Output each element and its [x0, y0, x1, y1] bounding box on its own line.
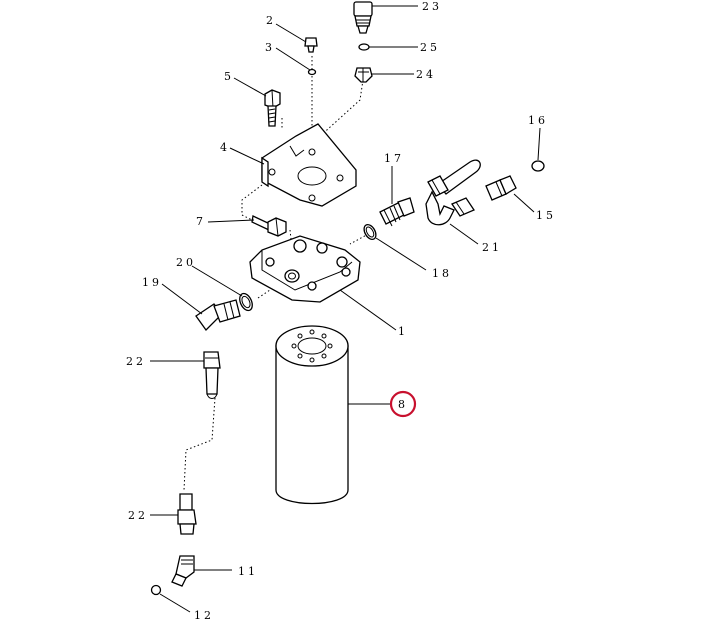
callout-22-upper[interactable]: 22	[126, 355, 146, 368]
part-5-bolt	[264, 89, 281, 127]
callout-2[interactable]: 2	[266, 14, 276, 27]
part-3-washer	[307, 68, 317, 76]
leader-lines	[150, 5, 541, 613]
callout-24[interactable]: 24	[416, 68, 436, 81]
part-21-tube	[425, 159, 481, 226]
part-16-o-ring	[531, 160, 545, 172]
callout-8-highlight-ring	[389, 390, 417, 418]
callout-7[interactable]: 7	[196, 215, 206, 228]
callout-4[interactable]: 4	[220, 141, 230, 154]
callout-3[interactable]: 3	[265, 41, 275, 54]
part-1-filter-head	[249, 235, 361, 303]
callout-19[interactable]: 19	[142, 276, 162, 289]
part-19-elbow-fitting	[195, 299, 241, 332]
part-17-fitting	[379, 197, 415, 227]
part-15-fitting	[485, 175, 517, 201]
part-12-o-ring	[150, 584, 162, 596]
part-23-fitting	[353, 1, 373, 34]
callout-22-lower[interactable]: 22	[128, 509, 148, 522]
part-20-o-ring	[239, 292, 253, 312]
part-24-fitting	[354, 67, 373, 83]
part-11-elbow	[171, 555, 195, 587]
callout-25[interactable]: 25	[420, 41, 440, 54]
callout-labels: 23 25 24 2 3 5 4 7 17 16 15 21 18 1 20 1…	[126, 0, 556, 622]
part-25-o-ring	[358, 43, 370, 51]
callout-15[interactable]: 15	[536, 209, 556, 222]
callout-23[interactable]: 23	[422, 0, 442, 13]
callout-5[interactable]: 5	[224, 70, 234, 83]
part-7-bolt	[251, 215, 287, 237]
callout-20[interactable]: 20	[176, 256, 196, 269]
part-8-filter-cartridge	[275, 325, 349, 505]
callout-12[interactable]: 12	[194, 609, 214, 622]
callout-11[interactable]: 11	[238, 565, 258, 578]
part-2-plug	[304, 37, 318, 53]
part-22-upper-fitting	[203, 351, 221, 399]
callout-8[interactable]: 8	[398, 398, 408, 411]
callout-1[interactable]: 1	[398, 325, 408, 338]
callout-18[interactable]: 18	[432, 267, 452, 280]
callout-16[interactable]: 16	[528, 114, 548, 127]
callout-21[interactable]: 21	[482, 241, 502, 254]
part-18-o-ring	[363, 223, 377, 241]
callout-17[interactable]: 17	[384, 152, 404, 165]
part-4-mounting-bracket	[261, 123, 357, 207]
part-22-lower-fitting	[177, 493, 197, 535]
